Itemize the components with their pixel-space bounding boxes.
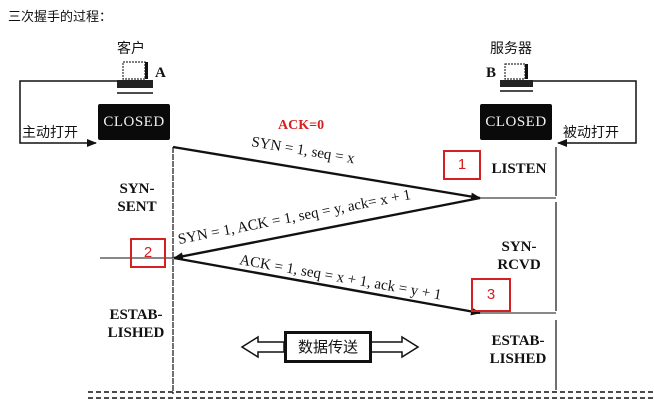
step-badge-1: 1 <box>443 150 481 180</box>
client-open-action: 主动打开 <box>22 125 78 141</box>
message-arrow-3 <box>173 256 481 316</box>
client-closed-state: CLOSED <box>98 104 170 140</box>
client-letter: A <box>155 65 166 81</box>
step-badge-2: 2 <box>130 238 166 268</box>
step-badge-3: 3 <box>471 278 511 312</box>
client-state-established: ESTAB- LISHED <box>107 307 165 341</box>
server-computer-icon <box>500 63 533 92</box>
server-label: 服务器 <box>490 41 532 57</box>
data-arrow-left <box>240 335 285 359</box>
client-computer-icon <box>117 61 153 94</box>
server-state-listen: LISTEN <box>491 161 547 177</box>
ack-zero-annotation: ACK=0 <box>278 118 325 133</box>
server-open-loop <box>532 80 637 147</box>
server-closed-state: CLOSED <box>480 104 552 140</box>
data-arrow-right <box>369 335 420 359</box>
server-letter: B <box>486 65 497 81</box>
message-arrow-1 <box>172 145 481 201</box>
data-transfer-box: 数据传送 <box>284 331 372 363</box>
client-open-loop <box>19 80 120 147</box>
server-open-action: 被动打开 <box>563 125 619 141</box>
page-title: 三次握手的过程： <box>8 10 113 25</box>
server-state-established: ESTAB- LISHED <box>489 333 547 367</box>
client-label: 客户 <box>117 41 145 57</box>
client-state-syn-sent: SYN- SENT <box>117 181 157 215</box>
message-arrow-2 <box>173 196 481 261</box>
server-state-syn-rcvd: SYN- RCVD <box>497 239 541 273</box>
